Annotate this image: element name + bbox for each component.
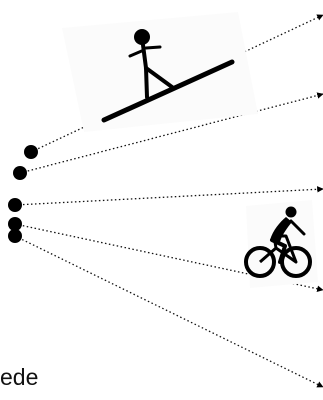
source-dot xyxy=(24,145,38,159)
ray-line xyxy=(15,189,323,205)
source-dot xyxy=(8,217,22,231)
source-dot xyxy=(13,166,27,180)
source-dot xyxy=(8,198,22,212)
cyclist-icon xyxy=(246,200,318,288)
skateboarder-icon xyxy=(62,12,258,132)
source-dot xyxy=(8,229,22,243)
caption-label: ede xyxy=(0,364,38,390)
source-dot-group xyxy=(8,145,38,243)
